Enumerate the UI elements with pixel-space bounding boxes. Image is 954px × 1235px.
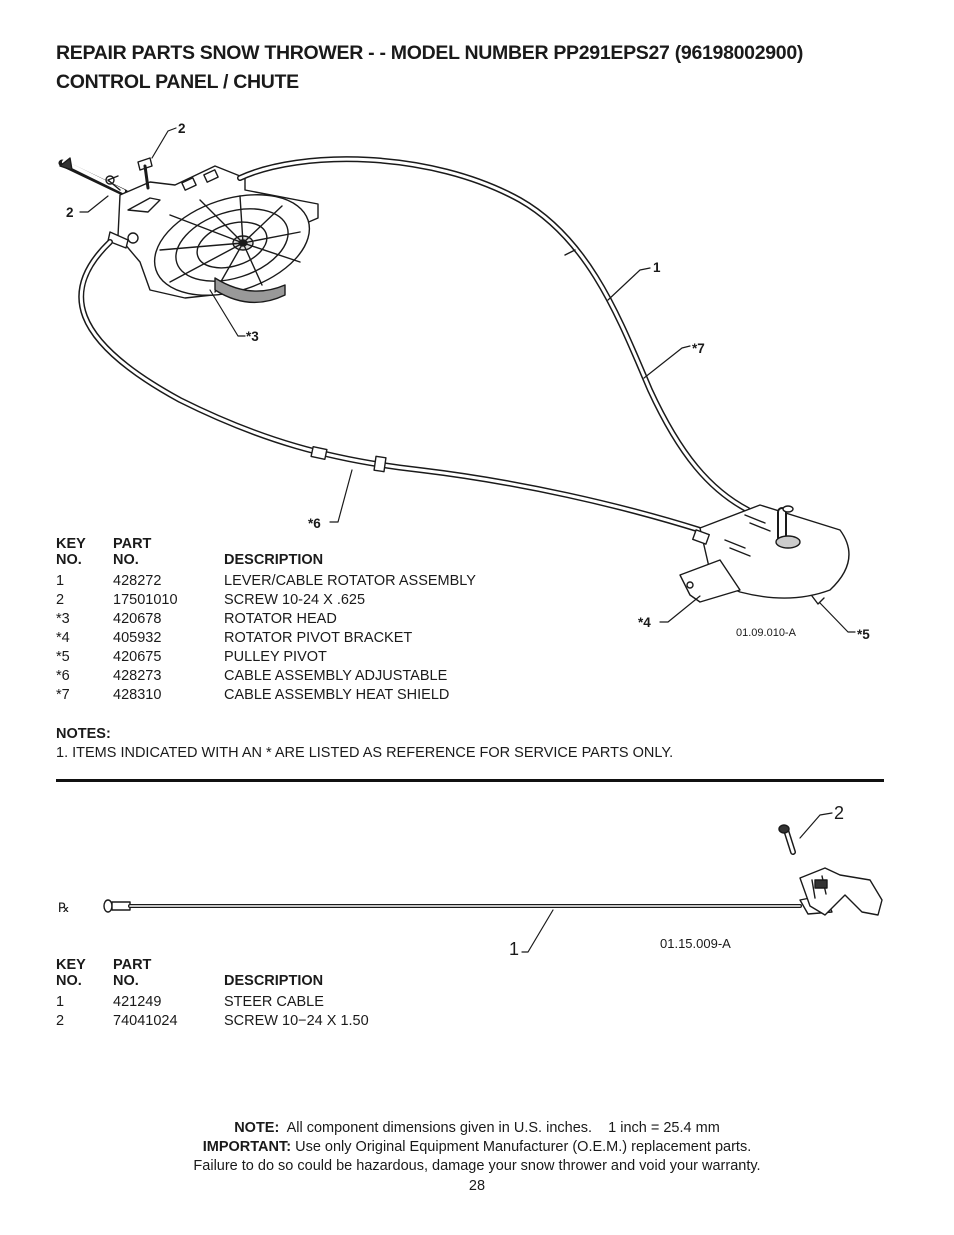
cable-assembly-heat-shield	[237, 156, 751, 513]
notes-heading: NOTES:	[56, 726, 111, 742]
key-no: *5	[56, 649, 70, 665]
callout-1: 1	[653, 260, 661, 275]
page-title-line-2: CONTROL PANEL / CHUTE	[56, 71, 299, 93]
description: CABLE ASSEMBLY ADJUSTABLE	[224, 668, 448, 684]
callout-4: *4	[638, 615, 651, 630]
note-label: NOTE:	[234, 1120, 280, 1136]
part-no: 428273	[113, 668, 162, 684]
key-no: *4	[56, 630, 70, 646]
table-row: 2 74041024 SCREW 10−24 X 1.50	[56, 1012, 369, 1031]
header-description: DESCRIPTION	[224, 551, 324, 568]
leader-lines	[79, 127, 856, 633]
footer-important: IMPORTANT: Use only Original Equipment M…	[0, 1139, 954, 1155]
callout-2-steer: 2	[834, 803, 845, 823]
diagram-ref-code-2: 01.15.009-A	[660, 936, 731, 951]
description: ROTATOR PIVOT BRACKET	[224, 630, 413, 646]
table-row: *5 420675 PULLEY PIVOT	[56, 648, 476, 667]
key-no: *3	[56, 611, 70, 627]
page-number: 28	[468, 1178, 486, 1194]
key-no: *6	[56, 668, 70, 684]
description: ROTATOR HEAD	[224, 611, 337, 627]
part-no: 428310	[113, 687, 162, 703]
part-no: 74041024	[113, 1013, 178, 1029]
callout-1-steer: 1	[509, 939, 520, 959]
callout-2-left: 2	[66, 205, 74, 220]
table-row: 1 428272 LEVER/CABLE ROTATOR ASSEMBLY	[56, 572, 476, 591]
description: STEER CABLE	[224, 994, 324, 1010]
callout-3: *3	[246, 329, 259, 344]
description: SCREW 10-24 X .625	[224, 592, 366, 608]
description: PULLEY PIVOT	[224, 649, 327, 665]
description: LEVER/CABLE ROTATOR ASSEMBLY	[224, 573, 476, 589]
description: SCREW 10−24 X 1.50	[224, 1013, 369, 1029]
header-description: DESCRIPTION	[224, 972, 324, 989]
table-row: *3 420678 ROTATOR HEAD	[56, 610, 476, 629]
important-label: IMPORTANT:	[202, 1139, 292, 1155]
callout-5: *5	[857, 627, 870, 642]
key-no: 2	[56, 1013, 65, 1029]
callout-7: *7	[692, 341, 705, 356]
steer-cable-assembly: ℞	[58, 824, 883, 916]
part-no: 17501010	[113, 592, 178, 608]
page-title-line-1: REPAIR PARTS SNOW THROWER - - MODEL NUMB…	[56, 42, 804, 64]
callout-2-top: 2	[178, 121, 186, 136]
important-text: Use only Original Equipment Manufacturer…	[295, 1139, 752, 1155]
key-no: *7	[56, 687, 70, 703]
table-row: *4 405932 ROTATOR PIVOT BRACKET	[56, 629, 476, 648]
leader-lines-2	[521, 812, 833, 953]
key-no: 2	[56, 592, 65, 608]
key-no: 1	[56, 573, 65, 589]
key-no: 1	[56, 994, 65, 1010]
part-no: 421249	[113, 994, 162, 1010]
description: CABLE ASSEMBLY HEAT SHIELD	[224, 687, 450, 703]
part-no: 405932	[113, 630, 162, 646]
note-text: All component dimensions given in U.S. i…	[286, 1120, 720, 1136]
cable-end-glyph: ℞	[58, 900, 70, 915]
diagram-ref-code-1: 01.09.010-A	[736, 627, 796, 639]
rotator-pivot-bracket	[679, 504, 850, 605]
table-row: 2 17501010 SCREW 10-24 X .625	[56, 591, 476, 610]
footer-warning: Failure to do so could be hazardous, dam…	[193, 1158, 761, 1174]
part-no: 420678	[113, 611, 162, 627]
footer-note: NOTE: All component dimensions given in …	[0, 1120, 954, 1136]
section-divider	[56, 779, 884, 782]
notes-line-1: 1. ITEMS INDICATED WITH AN * ARE LISTED …	[56, 745, 674, 761]
table-row: *6 428273 CABLE ASSEMBLY ADJUSTABLE	[56, 667, 476, 686]
part-no: 420675	[113, 649, 162, 665]
table-row: 1 421249 STEER CABLE	[56, 993, 369, 1012]
table-row: *7 428310 CABLE ASSEMBLY HEAT SHIELD	[56, 686, 476, 705]
callout-6: *6	[308, 516, 321, 531]
part-no: 428272	[113, 573, 162, 589]
rotator-head-assembly	[58, 157, 319, 304]
cable-assembly-adjustable	[78, 239, 703, 533]
